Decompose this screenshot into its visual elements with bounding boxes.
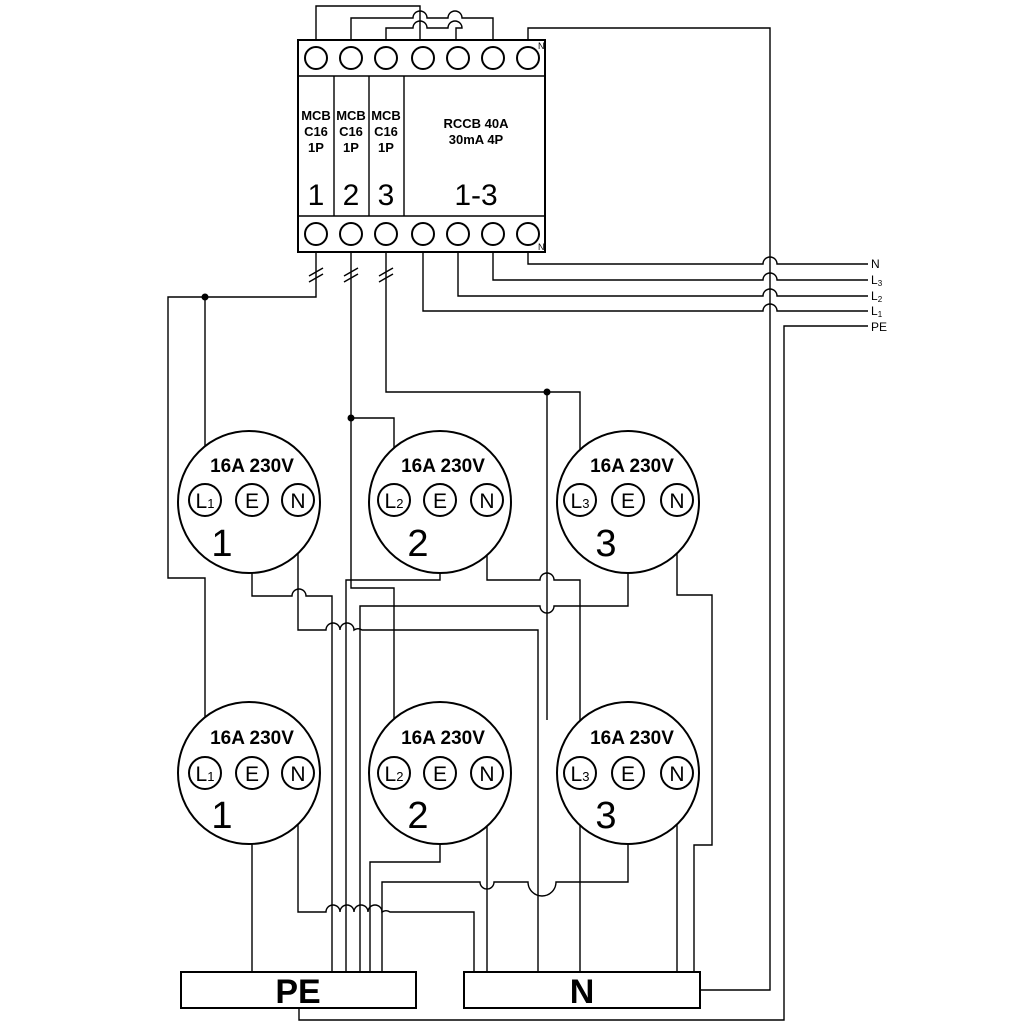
socket-2-bottom: 16A 230V L2 E N 2 — [368, 701, 512, 845]
svg-text:L1: L1 — [196, 490, 215, 513]
svg-text:N: N — [290, 490, 305, 513]
junction-dot — [347, 414, 355, 422]
svg-text:C16: C16 — [339, 124, 363, 139]
svg-text:2: 2 — [407, 795, 428, 837]
supply-l2-label: L2 — [871, 289, 883, 304]
line-pin — [563, 483, 597, 517]
socket-1-top: 16A 230V L1 E N 1 — [177, 430, 321, 574]
pe-bus-bar: PE — [180, 971, 417, 1011]
svg-text:N: N — [669, 490, 684, 513]
svg-text:C16: C16 — [374, 124, 398, 139]
junction-dot — [543, 388, 551, 396]
line-pin — [377, 483, 411, 517]
earth-pin — [611, 483, 645, 517]
neutral-pin — [281, 483, 315, 517]
svg-text:1P: 1P — [343, 140, 359, 155]
svg-text:E: E — [245, 763, 259, 786]
svg-text:PE: PE — [275, 973, 320, 1011]
svg-text:2: 2 — [407, 523, 428, 565]
n-terminal-mark: N — [538, 41, 545, 51]
neutral-pin — [470, 756, 504, 790]
svg-text:MCB: MCB — [371, 108, 401, 123]
svg-text:30mA 4P: 30mA 4P — [449, 132, 504, 147]
supply-l3-label: L3 — [871, 273, 883, 288]
svg-text:16A 230V: 16A 230V — [210, 456, 294, 477]
svg-text:16A 230V: 16A 230V — [590, 728, 674, 749]
earth-pin — [611, 756, 645, 790]
junction-dot — [201, 293, 209, 301]
svg-text:E: E — [433, 490, 447, 513]
svg-text:1P: 1P — [308, 140, 324, 155]
svg-text:1-3: 1-3 — [454, 179, 497, 212]
svg-text:16A 230V: 16A 230V — [590, 456, 674, 477]
svg-text:N: N — [479, 490, 494, 513]
socket-2-top: 16A 230V L2 E N 2 — [368, 430, 512, 574]
earth-pin — [423, 483, 457, 517]
socket-3-top: 16A 230V L3 E N 3 — [556, 430, 700, 574]
neutral-pin — [470, 483, 504, 517]
neutral-pin — [660, 483, 694, 517]
svg-text:N: N — [669, 763, 684, 786]
svg-text:E: E — [621, 490, 635, 513]
terminal-row-top — [304, 46, 540, 70]
n-bus-bar: N — [463, 971, 701, 1011]
svg-text:MCB: MCB — [336, 108, 366, 123]
svg-text:L3: L3 — [571, 763, 590, 786]
svg-text:N: N — [570, 973, 595, 1011]
svg-text:1P: 1P — [378, 140, 394, 155]
mcb-2: MCB C16 1P 2 — [336, 108, 366, 212]
earth-pin — [235, 756, 269, 790]
svg-text:N: N — [290, 763, 305, 786]
svg-text:3: 3 — [378, 179, 395, 212]
svg-text:3: 3 — [595, 795, 616, 837]
line-pin — [563, 756, 597, 790]
svg-text:1: 1 — [211, 795, 232, 837]
svg-text:C16: C16 — [304, 124, 328, 139]
svg-text:L2: L2 — [385, 763, 404, 786]
svg-text:RCCB 40A: RCCB 40A — [443, 116, 509, 131]
svg-text:L2: L2 — [385, 490, 404, 513]
socket-3-bottom: 16A 230V L3 E N 3 — [556, 701, 700, 845]
supply-l1-label: L1 — [871, 304, 883, 319]
n-terminal-mark: N — [538, 242, 545, 252]
wiring — [167, 5, 868, 1021]
line-pin — [377, 756, 411, 790]
svg-text:L3: L3 — [571, 490, 590, 513]
svg-text:L1: L1 — [196, 763, 215, 786]
mcb-1: MCB C16 1P 1 — [301, 108, 331, 212]
line-pin — [188, 756, 222, 790]
panel-housing — [297, 39, 546, 253]
line-pin — [188, 483, 222, 517]
earth-pin — [423, 756, 457, 790]
mcb-3: MCB C16 1P 3 — [371, 108, 401, 212]
earth-pin — [235, 483, 269, 517]
svg-text:16A 230V: 16A 230V — [401, 728, 485, 749]
supply-labels: N L3 L2 L1 PE — [871, 257, 887, 334]
distribution-panel: N N MCB C16 1P 1 MCB C16 1P 2 MCB C16 1P… — [297, 39, 546, 253]
supply-pe-label: PE — [871, 320, 887, 334]
svg-text:2: 2 — [343, 179, 360, 212]
svg-text:MCB: MCB — [301, 108, 331, 123]
svg-text:N: N — [479, 763, 494, 786]
svg-text:16A 230V: 16A 230V — [210, 728, 294, 749]
supply-n-label: N — [871, 257, 880, 271]
svg-text:16A 230V: 16A 230V — [401, 456, 485, 477]
rccb: RCCB 40A 30mA 4P 1-3 — [443, 116, 509, 212]
svg-text:1: 1 — [211, 523, 232, 565]
neutral-pin — [660, 756, 694, 790]
svg-text:3: 3 — [595, 523, 616, 565]
svg-text:E: E — [245, 490, 259, 513]
terminal-row-bottom — [304, 222, 540, 246]
svg-text:1: 1 — [308, 179, 325, 212]
svg-text:E: E — [433, 763, 447, 786]
svg-text:E: E — [621, 763, 635, 786]
neutral-pin — [281, 756, 315, 790]
socket-1-bottom: 16A 230V L1 E N 1 — [177, 701, 321, 845]
